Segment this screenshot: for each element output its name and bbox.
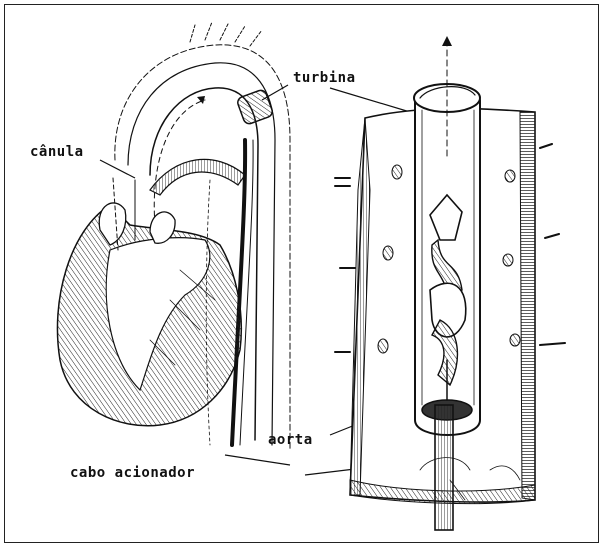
heart-drawing [57, 22, 290, 450]
label-aorta: aorta [268, 432, 313, 448]
cabo-leader-left [225, 455, 290, 465]
label-canula: cânula [30, 144, 84, 160]
canula-leader [100, 160, 135, 178]
label-cabo-acionador: cabo acionador [70, 465, 195, 481]
aorta-section-drawing [335, 36, 565, 530]
label-turbina: turbina [293, 70, 356, 86]
